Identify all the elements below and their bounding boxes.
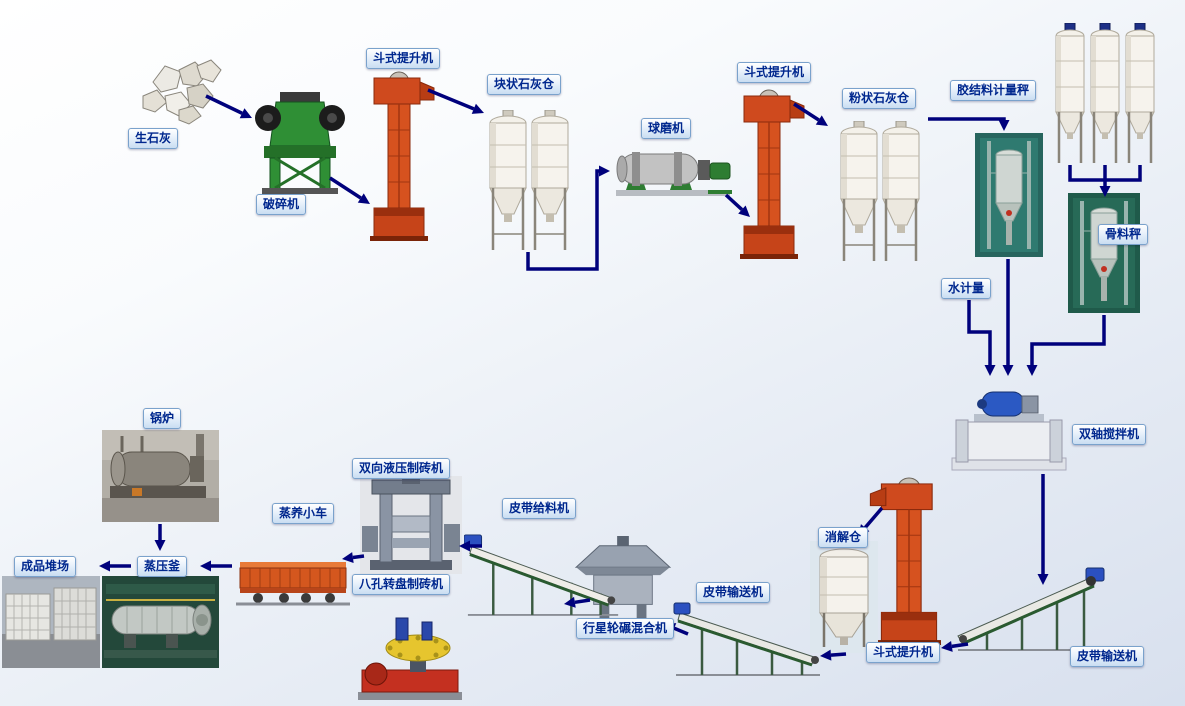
curing-trolley-image xyxy=(236,548,350,610)
planetary-mixer-image xyxy=(574,536,672,622)
bucket-elevator-2-image xyxy=(730,86,808,262)
label-autoclave: 蒸压釜 xyxy=(137,556,188,577)
boiler-image xyxy=(102,430,219,522)
aggregate-scale-image xyxy=(1068,193,1140,313)
label-aggregate-scale: 骨料秤 xyxy=(1098,224,1149,245)
label-belt-conveyor-mid: 皮带输送机 xyxy=(696,582,771,603)
autoclave-image xyxy=(102,576,219,668)
label-product-yard: 成品堆场 xyxy=(14,556,77,577)
digestion-silo-image xyxy=(810,541,878,653)
quicklime-rocks-image xyxy=(135,52,230,127)
label-rotary-brick-press: 八孔转盘制砖机 xyxy=(352,574,451,595)
hydraulic-brick-press-image xyxy=(360,476,462,574)
label-crusher: 破碎机 xyxy=(256,194,307,215)
belt-conveyor-mid-image xyxy=(672,593,824,681)
label-belt-conveyor-right: 皮带输送机 xyxy=(1070,646,1145,667)
label-bucket-elevator-2: 斗式提升机 xyxy=(737,62,812,83)
bucket-elevator-3-image xyxy=(866,476,952,646)
powder-lime-silo-image xyxy=(830,121,930,271)
rotary-brick-press-image xyxy=(356,612,464,704)
bucket-elevator-1-image xyxy=(360,70,438,242)
binder-scale-image xyxy=(975,133,1043,257)
jaw-crusher-image xyxy=(252,88,347,198)
twin-shaft-mixer-image xyxy=(948,378,1070,474)
label-digestion-silo: 消解仓 xyxy=(818,527,869,548)
label-bucket-elevator-1: 斗式提升机 xyxy=(366,48,441,69)
label-hydraulic-brick-press: 双向液压制砖机 xyxy=(352,458,451,479)
ball-mill-image xyxy=(612,138,734,214)
label-boiler: 锅炉 xyxy=(143,408,182,429)
label-binder-scale: 胶结料计量秤 xyxy=(950,80,1037,101)
aggregate-silos-image xyxy=(1053,23,1158,181)
belt-conveyor-right-image xyxy=(952,552,1110,654)
label-curing-trolley: 蒸养小车 xyxy=(272,503,335,524)
product-yard-image xyxy=(2,576,100,668)
belt-feeder-image xyxy=(464,520,624,624)
label-twin-shaft-mixer: 双轴搅拌机 xyxy=(1072,424,1147,445)
label-bucket-elevator-3: 斗式提升机 xyxy=(866,642,941,663)
label-belt-feeder: 皮带给料机 xyxy=(502,498,577,519)
label-quicklime: 生石灰 xyxy=(128,128,179,149)
lump-lime-silo-image xyxy=(484,110,574,260)
label-lump-lime-silo: 块状石灰仓 xyxy=(487,74,562,95)
label-powder-lime-silo: 粉状石灰仓 xyxy=(842,88,917,109)
label-water-meter: 水计量 xyxy=(941,278,992,299)
label-planetary-mixer: 行星轮碾混合机 xyxy=(576,618,675,639)
label-ball-mill: 球磨机 xyxy=(641,118,692,139)
